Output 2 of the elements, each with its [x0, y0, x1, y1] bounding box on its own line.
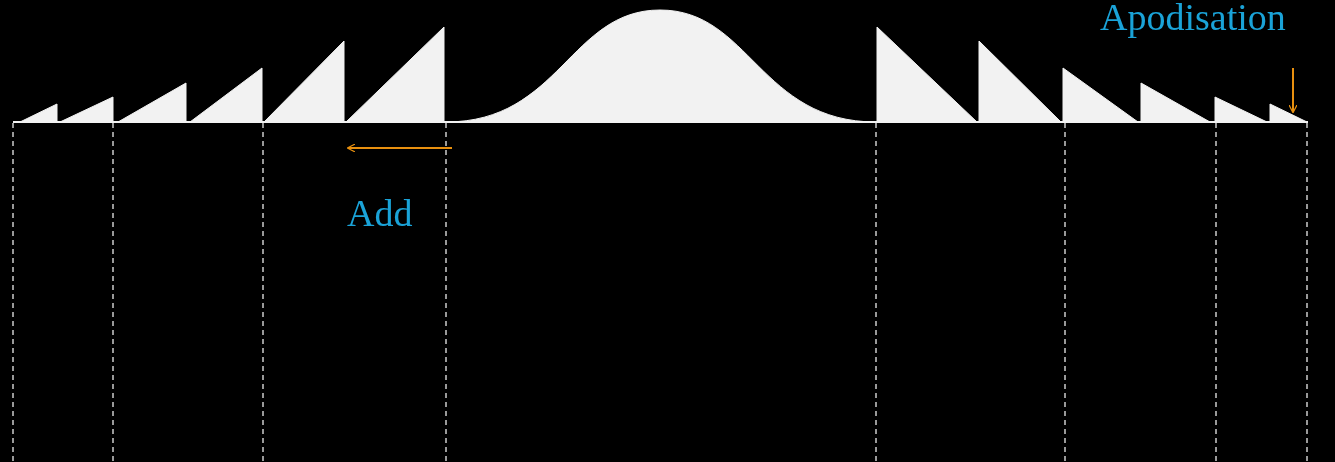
annotation-label: Add [347, 194, 413, 232]
annotation-label: Apodisation [1100, 0, 1286, 36]
